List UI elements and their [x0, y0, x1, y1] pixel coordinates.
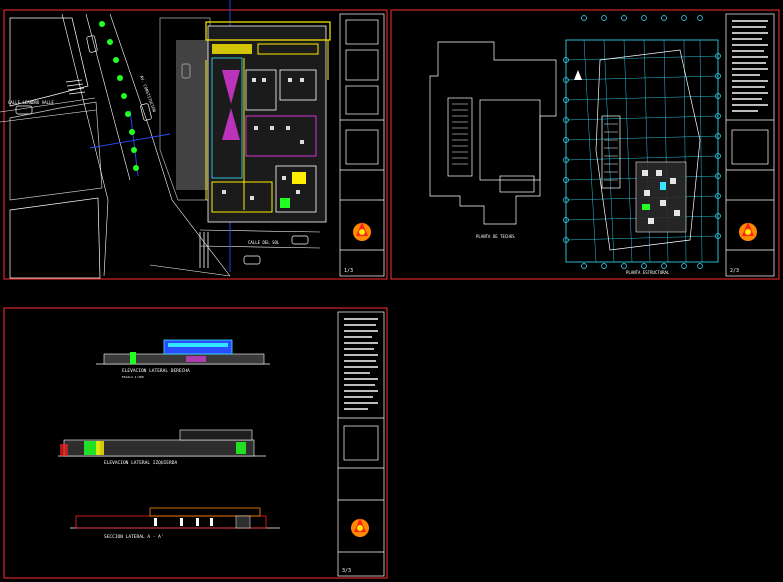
sheet-roof-plan: PLANTA DE TECHOS — [390, 9, 780, 280]
tree-icon — [121, 93, 127, 99]
roof-stairs — [452, 103, 468, 165]
structural-plan — [563, 15, 721, 269]
car-icon — [140, 103, 152, 121]
notes-block-sheet2 — [732, 20, 768, 112]
sheet-elevations-border — [3, 307, 388, 579]
logo-seal-icon — [353, 222, 371, 241]
tree-icon — [125, 111, 131, 117]
car-icon — [86, 35, 98, 53]
car-icon — [291, 235, 309, 245]
street-label-bottom: CALLE DEL SOL — [248, 240, 280, 245]
sheet-site-plan-border — [3, 9, 388, 280]
notes-block-sheet3 — [344, 318, 378, 410]
roof-plan — [429, 41, 557, 225]
tree-icon — [133, 165, 139, 171]
street-trees — [99, 21, 139, 171]
sheet-roof-plan-border — [390, 9, 780, 280]
elevation2-label: ELEVACION LATERAL IZQUIERDA — [104, 460, 177, 466]
section-label: SECCION LATERAL A - A' — [104, 534, 164, 540]
road-lines — [0, 13, 321, 277]
car-icon — [15, 105, 33, 115]
sheet-number: 2/3 — [730, 268, 739, 274]
tree-icon — [107, 39, 113, 45]
north-arrow-icon — [574, 70, 582, 80]
section-aa — [70, 507, 280, 529]
tree-icon — [99, 21, 105, 27]
sheet-number: 3/3 — [342, 568, 351, 574]
elevation1-label: ELEVACION LATERAL DERECHA — [122, 368, 190, 374]
building-plan — [205, 21, 331, 223]
sheet-site-plan: CALLE LEANDRO VALLE AV. CONSTITUCION CAL… — [0, 0, 388, 280]
street-label-left: CALLE LEANDRO VALLE — [8, 100, 54, 105]
tree-icon — [113, 57, 119, 63]
sheet-elevations: ELEVACION LATERAL DERECHA ESCALA 1:200 E… — [3, 307, 388, 579]
roof-plan-label: PLANTA DE TECHOS — [476, 234, 515, 239]
logo-seal-icon — [351, 518, 369, 537]
elevation-left — [58, 429, 266, 457]
title-block-sheet2 — [725, 13, 775, 277]
title-block-sheet3 — [337, 311, 385, 577]
parked-cars — [15, 35, 309, 265]
elevation-right — [96, 339, 270, 365]
crosswalks — [65, 79, 209, 268]
title-block-sheet1 — [339, 13, 385, 277]
tree-icon — [117, 75, 123, 81]
sheet-number: 1/3 — [344, 268, 353, 274]
city-blocks — [9, 17, 211, 279]
street-label-diag: AV. CONSTITUCION — [139, 75, 157, 113]
elevation1-sub: ESCALA 1:200 — [122, 375, 144, 379]
tree-icon — [131, 147, 137, 153]
tree-icon — [129, 129, 135, 135]
car-icon — [243, 255, 261, 265]
structural-plan-label: PLANTA ESTRUCTURAL — [626, 270, 670, 275]
logo-seal-icon — [739, 222, 757, 241]
